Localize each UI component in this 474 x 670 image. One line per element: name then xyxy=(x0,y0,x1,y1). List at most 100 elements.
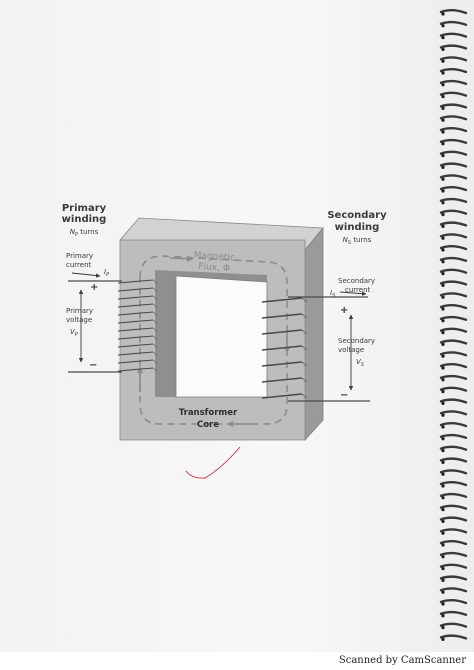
primary-minus-sign: − xyxy=(89,360,97,371)
primary-winding-coil xyxy=(117,279,159,373)
binding-hole xyxy=(441,165,445,169)
binding-ring xyxy=(439,315,468,321)
binding-ring xyxy=(439,256,468,262)
binding-ring xyxy=(439,351,468,357)
binding-hole xyxy=(441,201,445,205)
secondary-coil-turn xyxy=(261,297,303,303)
binding-hole xyxy=(441,413,445,417)
binding-ring xyxy=(439,56,468,62)
primary-coil-turn-back xyxy=(152,287,159,293)
primary-coil-turn-back xyxy=(152,367,159,373)
binding-hole xyxy=(441,177,445,181)
binding-hole xyxy=(441,95,445,99)
primary-current-label-2: current xyxy=(66,261,92,269)
primary-coil-turn-back xyxy=(152,311,159,317)
secondary-voltage-label: Secondary xyxy=(338,337,375,345)
secondary-turns-label: NS turns xyxy=(343,236,372,246)
secondary-coil-turn xyxy=(261,313,303,319)
secondary-current-symbol: IS xyxy=(330,289,336,299)
primary-coil-turn-back xyxy=(152,351,159,357)
binding-ring xyxy=(439,339,468,345)
binding-ring xyxy=(439,410,468,416)
secondary-coil-turn-back xyxy=(301,361,308,367)
binding-ring xyxy=(439,115,468,121)
primary-coil-turn-back xyxy=(152,335,159,341)
secondary-coil-turn xyxy=(261,377,303,383)
binding-hole xyxy=(441,307,445,311)
bottom-strip xyxy=(0,652,474,670)
primary-voltage-label: Primary xyxy=(66,307,93,315)
binding-hole xyxy=(441,590,445,594)
binding-ring xyxy=(439,32,468,38)
primary-winding-title-2: winding xyxy=(62,214,107,225)
binding-hole xyxy=(441,519,445,524)
primary-coil-turn-back xyxy=(152,303,159,309)
binding-ring xyxy=(439,422,468,428)
flux-arrow-top xyxy=(169,255,194,262)
binding-ring xyxy=(439,457,468,463)
binding-hole xyxy=(441,213,445,217)
primary-coil-turn-back xyxy=(152,343,159,349)
primary-plus-sign: + xyxy=(90,282,98,293)
core-side-face xyxy=(304,226,324,442)
primary-voltage-symbol: VP xyxy=(70,328,78,338)
secondary-winding-title-2: winding xyxy=(335,222,380,233)
binding-hole xyxy=(441,401,445,405)
primary-coil-turn xyxy=(117,319,154,324)
magnetic-flux-label: Magnetic xyxy=(193,251,235,264)
secondary-coil-turn-back xyxy=(301,297,308,303)
binding-ring xyxy=(439,68,468,74)
red-pen-stroke xyxy=(185,446,241,479)
binding-ring xyxy=(439,91,468,97)
binding-hole xyxy=(441,36,445,40)
primary-coil-turn-back xyxy=(152,279,159,285)
secondary-coil-turn-back xyxy=(301,313,308,319)
primary-turns-label: NP turns xyxy=(70,228,99,238)
binding-ring xyxy=(439,575,468,581)
primary-current-label: Primary xyxy=(66,252,93,260)
secondary-current-arrow xyxy=(339,291,367,296)
binding-hole xyxy=(441,189,445,193)
binding-ring xyxy=(439,492,468,498)
binding-hole xyxy=(441,295,445,299)
secondary-coil-turn xyxy=(261,345,303,351)
binding-ring xyxy=(439,103,468,109)
primary-coil-turn xyxy=(117,279,154,284)
primary-coil-turn-back xyxy=(152,327,159,333)
binding-hole xyxy=(441,508,445,512)
binding-hole xyxy=(441,354,445,358)
binding-hole xyxy=(441,626,445,630)
binding-ring xyxy=(439,386,468,392)
primary-voltage-label-2: voltage xyxy=(66,316,92,324)
primary-coil-turn xyxy=(117,287,154,292)
binding-hole xyxy=(441,460,445,464)
binding-ring xyxy=(439,150,468,156)
binding-hole xyxy=(441,12,445,16)
binding-ring xyxy=(439,610,468,616)
secondary-current-label-2: current xyxy=(345,286,371,294)
binding-hole xyxy=(441,472,445,476)
binding-hole xyxy=(441,425,445,429)
primary-coil-turn xyxy=(117,367,154,372)
binding-hole xyxy=(441,366,445,370)
binding-hole xyxy=(441,130,445,134)
magnetic-flux-label-2: Flux, Φ xyxy=(198,262,230,274)
primary-coil-turn-back xyxy=(152,359,159,365)
primary-coil-turn xyxy=(117,335,154,340)
binding-ring xyxy=(439,174,468,180)
secondary-voltage-symbol: VS xyxy=(356,358,365,368)
binding-hole xyxy=(441,236,445,240)
primary-coil-turn xyxy=(117,295,154,300)
binding-ring xyxy=(439,186,468,192)
primary-coil-turn xyxy=(117,311,154,316)
primary-current-arrow xyxy=(71,272,101,278)
secondary-coil-turn xyxy=(261,361,303,367)
binding-ring xyxy=(439,138,468,144)
binding-hole xyxy=(441,614,445,618)
binding-hole xyxy=(441,224,445,228)
binding-hole xyxy=(441,248,445,252)
binding-hole xyxy=(441,319,445,323)
magnetic-flux-path xyxy=(139,255,288,425)
secondary-current-label: Secondary xyxy=(338,277,375,285)
binding-hole xyxy=(441,567,445,571)
